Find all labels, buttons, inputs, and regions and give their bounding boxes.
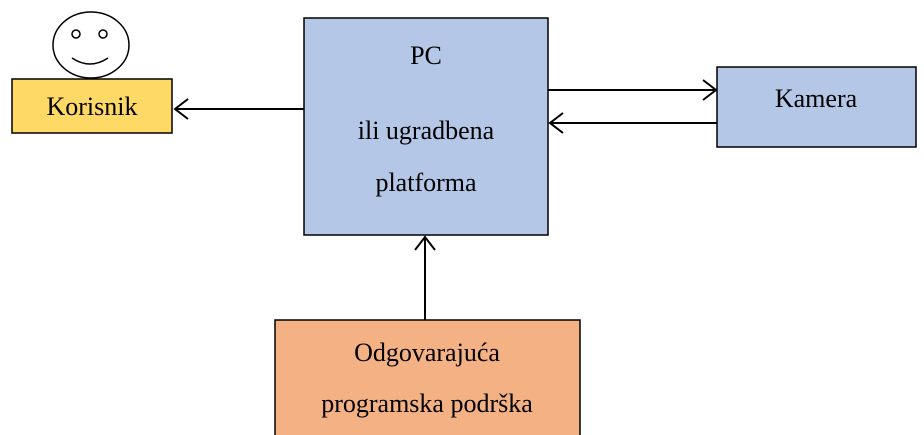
user-block-box	[11, 78, 173, 134]
software-block: Odgovarajuća programska podrška	[274, 319, 581, 435]
left-eye	[71, 29, 81, 39]
software-block-line-1: Odgovarajuća	[354, 338, 500, 367]
smile	[71, 57, 109, 65]
right-eye	[98, 29, 108, 39]
pc-block-line-1: PC	[410, 41, 442, 70]
arrow-pc-to-camera	[548, 79, 718, 101]
software-block-box	[274, 319, 581, 435]
arrow-camera-to-pc	[548, 112, 717, 134]
face-outline	[52, 11, 130, 79]
camera-block: Kamera	[716, 66, 917, 148]
user-block-label: Korisnik	[47, 92, 138, 121]
pc-block-line-2: ili ugradbena	[358, 116, 495, 145]
software-block-line-2: programska podrška	[321, 389, 533, 418]
user-block: Korisnik	[11, 78, 173, 134]
pc-block-line-3: platforma	[375, 168, 477, 197]
camera-block-box	[716, 66, 917, 148]
pc-block: PC ili ugradbena platforma	[303, 17, 549, 236]
arrow-pc-to-user	[173, 98, 304, 120]
arrow-software-to-pc	[414, 235, 436, 320]
pc-block-box	[303, 17, 549, 236]
camera-block-label: Kamera	[775, 84, 858, 113]
smiley-face-icon	[52, 11, 130, 79]
